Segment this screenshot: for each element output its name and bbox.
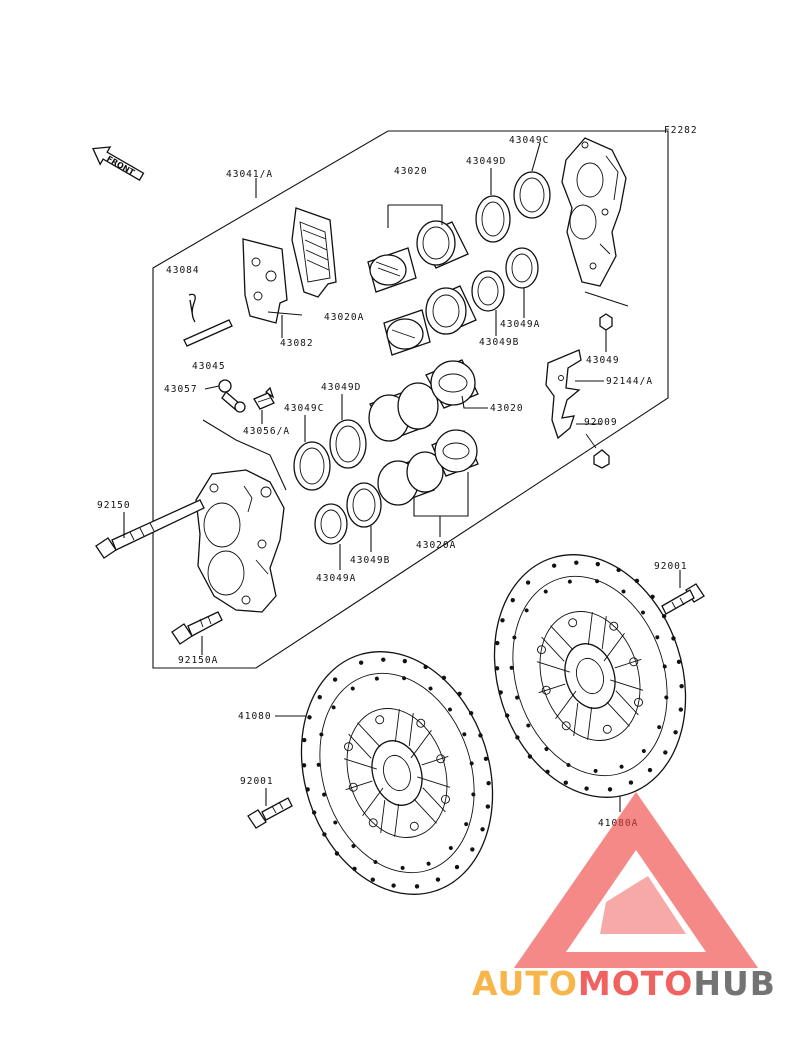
piston-top-1 <box>367 247 417 293</box>
watermark-part-hub: HUB <box>693 964 776 1003</box>
brake-disc-left <box>300 651 494 895</box>
label-seal-d-mid: 43049D <box>321 382 361 393</box>
label-pad-set: 43082 <box>280 338 314 349</box>
label-piston-a-low: 43020A <box>416 540 456 551</box>
piston-mid-2 <box>425 359 479 409</box>
brake-pad-right <box>291 207 337 298</box>
label-caliper-assy: 43041/A <box>226 169 273 180</box>
piston-mid-1 <box>368 382 439 442</box>
label-bolt-top: 92150 <box>97 500 131 511</box>
label-bracket: 92144/A <box>606 376 653 387</box>
label-seal-a-low: 43049A <box>316 573 356 584</box>
label-seal-b-low: 43049B <box>350 555 390 566</box>
label-disc-bolt-left: 92001 <box>240 776 274 787</box>
caliper-nut <box>599 313 613 331</box>
label-pin-clip: 43084 <box>166 265 200 276</box>
label-seal-a-top: 43049A <box>500 319 540 330</box>
label-pin: 43045 <box>192 361 226 372</box>
label-piston-group-mid: 43020 <box>490 403 524 414</box>
pin-clip <box>188 293 196 323</box>
piston-low-2 <box>431 429 479 477</box>
seal-set-low <box>314 482 382 545</box>
piston-top-2 <box>416 220 469 269</box>
label-disc-left: 41080 <box>238 711 272 722</box>
watermark-text: AUTOMOTOHUB <box>472 964 776 1003</box>
seal-set-top <box>471 171 551 312</box>
bleeder-valve <box>253 386 275 410</box>
label-piston-a-top: 43020A <box>324 312 364 323</box>
front-arrow-icon: FRONT <box>92 146 145 182</box>
caliper-outer-half <box>561 137 627 287</box>
brake-pad-left <box>242 238 288 324</box>
watermark-logo: AUTOMOTOHUB <box>472 792 776 1003</box>
label-bleeder-valve: 43056/A <box>243 426 290 437</box>
label-seal-b-top: 43049B <box>479 337 519 348</box>
seal-set-mid <box>293 419 367 491</box>
label-bolt-bottom: 92150A <box>178 655 218 666</box>
assembly-boundary <box>152 130 669 669</box>
disc-bolt-left <box>247 797 293 829</box>
brake-disc-right <box>493 554 687 798</box>
caliper-inner-half <box>195 469 285 613</box>
figure-code: F2282 <box>664 125 698 136</box>
label-seal-d-top: 43049D <box>466 156 506 167</box>
label-nut: 43049 <box>586 355 620 366</box>
bolt-small <box>585 433 610 469</box>
label-seal-c-mid: 43049C <box>284 403 324 414</box>
label-bolt-small: 92009 <box>584 417 618 428</box>
watermark-triangle-icon <box>514 792 758 968</box>
pad-bracket <box>545 349 582 440</box>
piston-mid-a2 <box>425 285 477 335</box>
bleeder-cap <box>218 379 246 413</box>
label-piston-group-top: 43020 <box>394 166 428 177</box>
piston-low-1 <box>377 451 444 506</box>
caliper-bolt-bottom <box>171 611 223 645</box>
label-seal-c-top: 43049C <box>509 135 549 146</box>
disc-bolt-right <box>661 583 705 615</box>
caliper-bolt-top <box>95 499 205 559</box>
label-bleeder-cap: 43057 <box>164 384 198 395</box>
watermark-part-auto: AUTO <box>472 964 578 1003</box>
piston-mid-a1 <box>383 309 431 356</box>
watermark-part-moto: MOTO <box>578 964 693 1003</box>
label-disc-bolt-right: 92001 <box>654 561 688 572</box>
pin <box>183 319 233 347</box>
